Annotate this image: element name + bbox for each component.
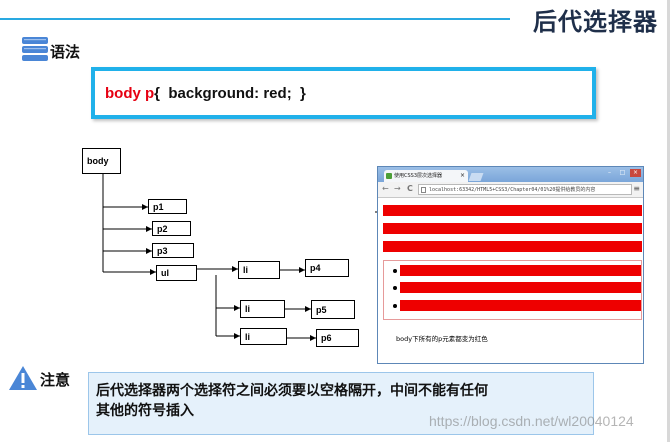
- syntax-heading: 语法: [50, 43, 81, 61]
- tree-node-p4: p4: [305, 259, 349, 277]
- watermark: https://blog.csdn.net/wl20040124: [429, 413, 634, 429]
- list-bullet: [393, 304, 397, 308]
- page-favicon-icon: [386, 173, 392, 179]
- note-line-1: 后代选择器两个选择符之间必须要以空格隔开，中间不能有任何: [96, 383, 488, 399]
- note-heading: 注意: [40, 371, 71, 389]
- warning-icon: [9, 366, 37, 390]
- new-tab-button[interactable]: [468, 173, 484, 181]
- tree-node-p6: p6: [316, 329, 359, 347]
- tree-node-li-1: li: [238, 261, 280, 279]
- red-paragraph-p4: [400, 265, 641, 276]
- header-rule: [0, 18, 510, 20]
- browser-tab-title: 使用CSS3层次选择器: [394, 173, 443, 179]
- address-bar-url: localhost:63342/HTML5+CSS3/Chapter04/01%…: [429, 187, 596, 193]
- tree-node-body: body: [82, 148, 121, 174]
- back-icon[interactable]: ←: [382, 184, 389, 193]
- browser-toolbar: ← → C localhost:63342/HTML5+CSS3/Chapter…: [378, 182, 643, 198]
- slide-edge: [667, 0, 670, 442]
- slide-title: 后代选择器: [533, 8, 658, 36]
- tree-node-li-2: li: [240, 300, 285, 318]
- result-caption: body下所有的p元素都变为红色: [396, 335, 488, 343]
- tree-node-p1: p1: [148, 199, 187, 214]
- menu-icon[interactable]: ≡: [633, 184, 640, 193]
- list-icon: [22, 37, 48, 61]
- red-paragraph-p6: [400, 300, 641, 311]
- note-box: 后代选择器两个选择符之间必须要以空格隔开，中间不能有任何 其他的符号插入: [88, 372, 594, 435]
- maximize-icon[interactable]: □: [619, 169, 626, 176]
- browser-window: 使用CSS3层次选择器 × – □ × ← → C localhost:6334…: [377, 166, 644, 364]
- tree-node-ul: ul: [156, 265, 197, 281]
- reload-icon[interactable]: C: [407, 184, 413, 193]
- tab-close-icon[interactable]: ×: [459, 172, 465, 179]
- note-line-2: 其他的符号插入: [96, 403, 194, 419]
- browser-titlebar: 使用CSS3层次选择器 × – □ ×: [378, 167, 643, 182]
- page-icon: [421, 187, 426, 193]
- syntax-selector: body p: [105, 84, 155, 102]
- unordered-list-box: [383, 260, 642, 320]
- red-paragraph-p5: [400, 282, 641, 293]
- red-paragraph-p3: [383, 241, 642, 252]
- close-window-icon[interactable]: ×: [630, 169, 641, 177]
- tree-node-p2: p2: [152, 221, 191, 236]
- list-bullet: [393, 269, 397, 273]
- tree-node-p3: p3: [152, 243, 194, 258]
- address-bar[interactable]: localhost:63342/HTML5+CSS3/Chapter04/01%…: [418, 184, 632, 195]
- tree-node-p5: p5: [311, 300, 355, 319]
- syntax-code-box: body p{ background: red; }: [91, 67, 596, 119]
- red-paragraph-p1: [383, 205, 642, 216]
- syntax-declaration: { background: red; }: [154, 84, 306, 102]
- browser-tab[interactable]: 使用CSS3层次选择器 ×: [384, 170, 468, 182]
- tree-node-li-3: li: [240, 328, 287, 345]
- red-paragraph-p2: [383, 223, 642, 234]
- list-bullet: [393, 286, 397, 290]
- forward-icon[interactable]: →: [394, 184, 401, 193]
- minimize-icon[interactable]: –: [608, 169, 611, 176]
